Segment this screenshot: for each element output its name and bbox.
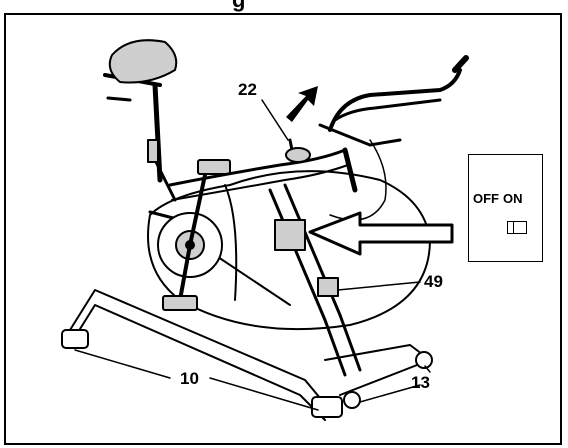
switch-on-label: ON [503,191,523,206]
handlebar-main [328,68,462,132]
switch-off-label: OFF [473,191,499,206]
resistance-knob [285,147,311,163]
heading-fragment: g [232,0,245,13]
rocker-switch-icon [507,221,527,234]
front-foot-right [311,396,343,418]
label-part-13: 13 [411,373,430,392]
label-part-49: 49 [424,272,443,291]
seat-knob [106,96,132,102]
frame-top-tube-lower [171,164,349,201]
component-49 [317,277,339,297]
leader-10-right [209,377,319,411]
seat-post [152,82,163,183]
saddle [108,39,178,84]
pedal-upper [197,159,231,175]
handlebar-side [318,123,402,147]
handlebar-post [342,147,358,193]
leader-10-left [74,349,171,379]
direction-arrow-icon [286,86,318,122]
pointer-arrow-icon [308,211,454,256]
crank-arm [178,243,192,302]
label-part-22: 22 [238,80,257,99]
leader-49 [337,281,421,291]
frame-top-tube [168,148,347,187]
handlebar-main-2 [333,98,442,122]
rocker-switch-half [508,222,514,233]
switch-detail-box: OFF ON [468,154,543,262]
front-base-tube [69,289,331,411]
transport-wheel-right [415,351,433,369]
crank-arm-top [188,173,207,247]
housing-inner-line [224,184,238,301]
transport-wheel-left [343,391,361,409]
pedal-lower [162,295,198,311]
switch-labels: OFF ON [473,191,527,206]
leader-13-left [359,384,421,403]
leader-22 [261,99,289,141]
front-foot-left [61,329,89,349]
handlebar-grip-end [452,55,469,73]
seat-adjust-knob [147,139,159,163]
label-part-10: 10 [180,369,199,388]
diagram-frame [4,13,562,445]
housing-stripe-2 [214,254,291,306]
leader-13-top [424,365,431,373]
brake-housing [274,219,306,251]
